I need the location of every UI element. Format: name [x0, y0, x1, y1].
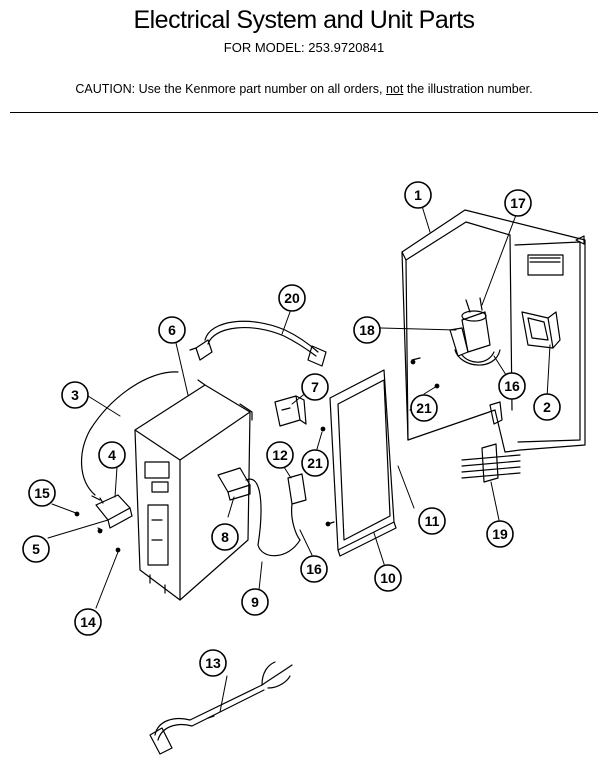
callout-circle	[374, 564, 402, 592]
callout-number: 19	[492, 526, 508, 542]
callout-c12: 12	[266, 441, 294, 469]
callout-circle	[61, 381, 89, 409]
callout-c1: 1	[404, 181, 432, 209]
callout-c21b: 21	[301, 449, 329, 477]
leader-lines	[47, 205, 551, 713]
callout-circle	[410, 394, 438, 422]
part-10-11-panel	[327, 369, 397, 557]
callout-c16b: 16	[300, 555, 328, 583]
callout-number: 16	[504, 378, 520, 394]
callout-circle	[353, 316, 381, 344]
callout-circle	[418, 507, 446, 535]
caution-label: CAUTION:	[75, 82, 136, 96]
part-7-switch	[274, 395, 307, 427]
callout-circle	[211, 523, 239, 551]
model-prefix: FOR MODEL:	[223, 40, 305, 55]
page-title: Electrical System and Unit Parts	[133, 6, 475, 34]
callout-number: 14	[80, 614, 96, 630]
callout-c2: 2	[533, 393, 561, 421]
callout-number: 1	[414, 187, 422, 203]
callout-circle	[22, 535, 50, 563]
callout-number: 7	[311, 379, 319, 395]
caution-not: not	[385, 82, 404, 96]
callout-circle	[241, 588, 269, 616]
callout-number: 10	[380, 570, 396, 586]
callout-circle	[98, 441, 126, 469]
model-number: 253.9720841	[308, 40, 385, 55]
callout-c11: 11	[418, 507, 446, 535]
model-line: FOR MODEL: 253.9720841	[0, 40, 608, 55]
callout-number: 17	[510, 195, 526, 211]
part-12-16-relay	[287, 473, 307, 541]
callout-number: 5	[32, 541, 40, 557]
callout-c9: 9	[241, 588, 269, 616]
callout-number: 15	[34, 485, 50, 501]
callout-number: 11	[425, 513, 440, 529]
callout-c21a: 21	[410, 394, 438, 422]
part-19-terminal-block	[461, 443, 521, 483]
callout-number: 16	[306, 561, 322, 577]
callout-number: 3	[71, 387, 79, 403]
callout-circle	[266, 441, 294, 469]
callout-c10: 10	[374, 564, 402, 592]
callout-number: 2	[543, 399, 551, 415]
callout-circle	[498, 372, 526, 400]
callout-c20: 20	[278, 284, 306, 312]
callout-c17: 17	[504, 189, 532, 217]
part-20-wire-harness	[189, 320, 327, 367]
callout-number: 12	[272, 447, 288, 463]
screws	[74, 359, 440, 553]
callout-c7: 7	[301, 373, 329, 401]
callout-c13: 13	[199, 649, 227, 677]
callout-c14: 14	[74, 608, 102, 636]
callout-number: 18	[359, 322, 375, 338]
part-13-power-cord	[149, 661, 293, 755]
callout-circle	[28, 479, 56, 507]
callout-number: 4	[108, 447, 116, 463]
header-divider	[10, 112, 598, 113]
callout-c19: 19	[486, 520, 514, 548]
caution-text-2: the illustration number.	[406, 82, 533, 96]
caution-line: CAUTION: Use the Kenmore part number on …	[0, 82, 608, 96]
callout-c6: 6	[158, 316, 186, 344]
callout-c5: 5	[22, 535, 50, 563]
callout-number: 9	[251, 594, 259, 610]
callout-c4: 4	[98, 441, 126, 469]
callout-circle	[301, 449, 329, 477]
callout-circle	[278, 284, 306, 312]
callout-circle	[404, 181, 432, 209]
callout-circle	[158, 316, 186, 344]
callout-c16a: 16	[498, 372, 526, 400]
part-3-cord	[80, 371, 179, 501]
callout-number: 8	[221, 529, 229, 545]
callout-number: 13	[205, 655, 221, 671]
callout-number: 21	[416, 400, 432, 416]
callout-circle	[504, 189, 532, 217]
callout-c8: 8	[211, 523, 239, 551]
callout-circle	[486, 520, 514, 548]
callout-circle	[300, 555, 328, 583]
part-1-side-panel	[401, 209, 586, 453]
callout-c3: 3	[61, 381, 89, 409]
part-4-5-15-bracket	[95, 494, 133, 531]
part-2-bracket	[521, 311, 561, 349]
part-17-18-motor-assembly	[449, 297, 501, 366]
callout-c18: 18	[353, 316, 381, 344]
callout-number: 20	[284, 290, 300, 306]
callout-circle	[301, 373, 329, 401]
callout-circle	[199, 649, 227, 677]
callout-c15: 15	[28, 479, 56, 507]
part-6-control-box	[134, 379, 253, 601]
callout-layer: 1 17 20 6 18 3 7 16 2 21 4 12 21 15 8 11 19 5 16 10 9 14 13	[22, 181, 561, 677]
caution-text-1: Use the Kenmore part number on all order…	[138, 82, 383, 96]
callout-number: 21	[307, 455, 323, 471]
callout-number: 6	[168, 322, 176, 338]
callout-circle	[74, 608, 102, 636]
part-8-9-relay	[217, 467, 301, 557]
callout-circle	[533, 393, 561, 421]
